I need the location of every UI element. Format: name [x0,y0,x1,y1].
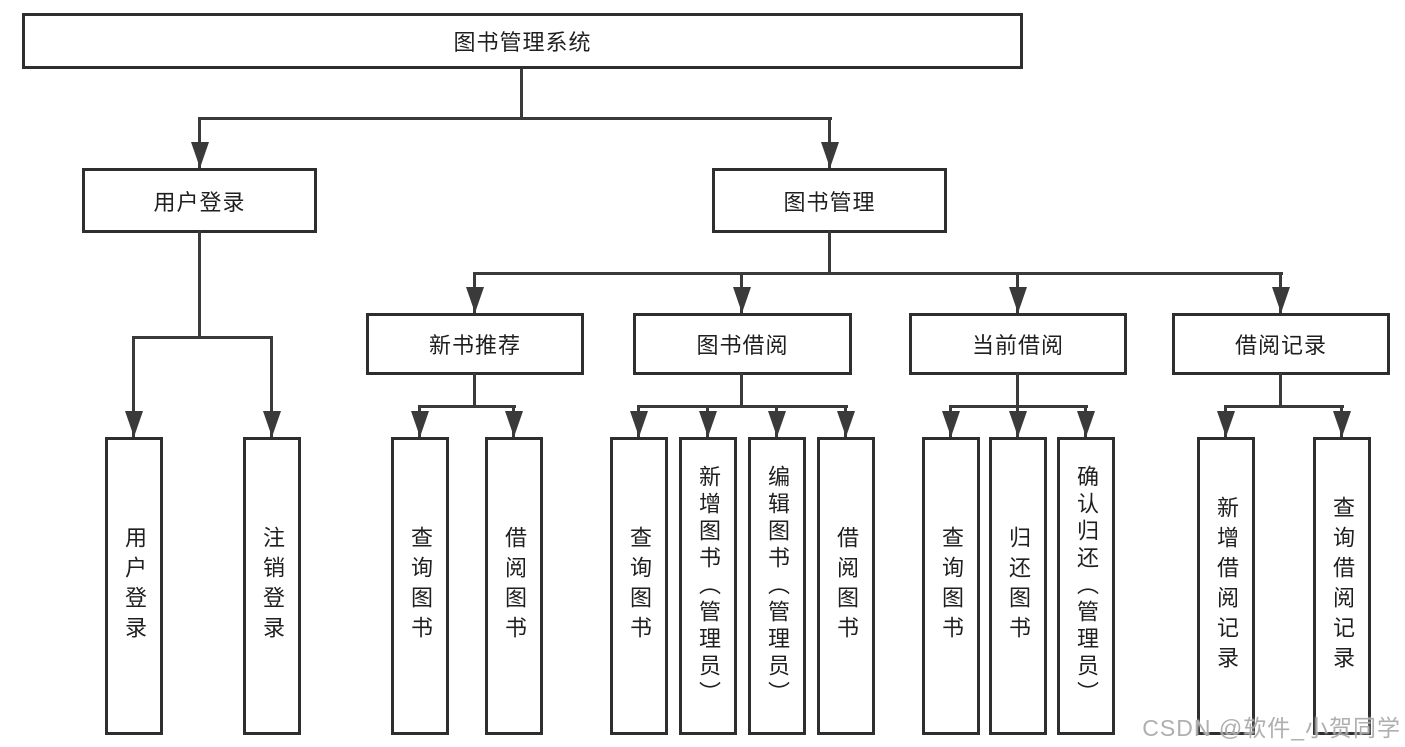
connector-level2-rail [198,117,832,120]
leaf-return-books: 归还图书 [989,437,1047,735]
leaf-borrow-books-borrow: 借阅图书 [817,437,875,735]
node-book-management: 图书管理 [712,168,947,233]
arrow-down-icon [1217,411,1235,437]
arrow-down-icon [1272,287,1290,313]
leaf-logout-login: 注销登录 [243,437,301,735]
node-book-borrowing: 图书借阅 [633,313,852,375]
leaf-add-books-admin: 新增图书（管理员） [679,437,737,735]
connector-level3-rail [473,272,1283,275]
leaf-query-books-borrow: 查询图书 [610,437,668,735]
arrow-down-icon [1009,411,1027,437]
arrow-down-icon [699,411,717,437]
connector-book-management-stem [828,231,831,273]
leaf-confirm-return-admin: 确认归还（管理员） [1057,437,1115,735]
connector-book-borrow-rail [637,405,848,408]
leaf-query-books-current: 查询图书 [922,437,980,735]
connector-new-books-stem [473,373,476,408]
arrow-down-icon [191,142,209,168]
arrow-down-icon [768,411,786,437]
connector-user-login-stem [198,231,201,337]
arrow-down-icon [1333,411,1351,437]
arrow-down-icon [837,411,855,437]
arrow-down-icon [125,411,143,437]
leaf-user-login: 用户登录 [105,437,163,735]
connector-drop-leaf-user-login [132,336,135,437]
connector-drop-leaf-logout [270,336,273,437]
connector-book-borrow-stem [740,373,743,408]
arrow-down-icon [466,287,484,313]
leaf-borrow-books-recommend: 借阅图书 [485,437,543,735]
node-user-login: 用户登录 [82,168,317,233]
arrow-down-icon [1077,411,1095,437]
connector-root-stem [520,69,523,118]
leaf-query-borrow-record: 查询借阅记录 [1313,437,1371,735]
arrow-down-icon [505,411,523,437]
csdn-watermark: CSDN @软件_小贺同学 [1142,715,1401,741]
connector-borrow-records-stem [1279,373,1282,408]
leaf-query-books-recommend: 查询图书 [391,437,449,735]
node-new-book-recommendation: 新书推荐 [366,313,584,375]
node-borrowing-records: 借阅记录 [1172,313,1390,375]
connector-user-login-rail [132,336,273,339]
arrow-down-icon [263,411,281,437]
node-root-book-management-system: 图书管理系统 [22,13,1023,69]
connector-current-borrow-stem [1016,373,1019,408]
arrow-down-icon [630,411,648,437]
arrow-down-icon [821,142,839,168]
arrow-down-icon [733,287,751,313]
node-current-borrowing: 当前借阅 [909,313,1127,375]
connector-new-books-rail [418,405,516,408]
connector-borrow-records-rail [1224,405,1344,408]
leaf-edit-books-admin: 编辑图书（管理员） [748,437,806,735]
arrow-down-icon [411,411,429,437]
arrow-down-icon [942,411,960,437]
arrow-down-icon [1009,287,1027,313]
leaf-add-borrow-record: 新增借阅记录 [1197,437,1255,735]
